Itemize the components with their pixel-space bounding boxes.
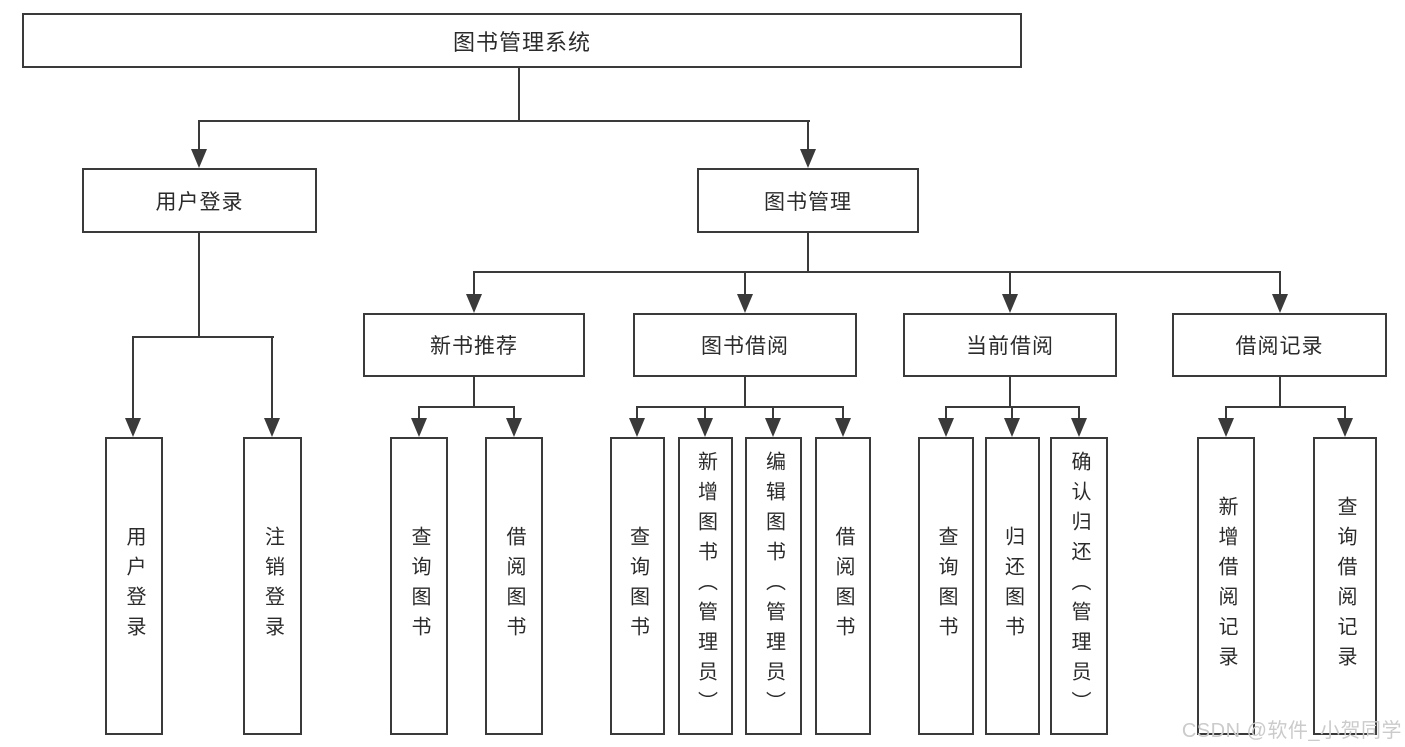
- leaf-return-books: 归还图书: [985, 437, 1040, 735]
- connector-line: [807, 120, 809, 152]
- connector-line: [1344, 406, 1346, 422]
- leaf-user-login: 用户登录: [105, 437, 163, 735]
- connector-line: [198, 120, 810, 122]
- arrow-down-icon: [737, 294, 753, 313]
- leaf-label: 查询图书: [408, 526, 430, 646]
- leaf-borrow-books-recommend: 借阅图书: [485, 437, 543, 735]
- connector-line: [271, 336, 273, 420]
- connector-line: [1009, 377, 1011, 408]
- connector-line: [1078, 406, 1080, 422]
- connector-line: [744, 271, 746, 297]
- connector-line: [744, 377, 746, 408]
- arrow-down-icon: [506, 418, 522, 437]
- arrow-down-icon: [191, 149, 207, 168]
- connector-line: [473, 271, 475, 297]
- connector-line: [473, 377, 475, 408]
- leaf-label: 借阅图书: [503, 526, 525, 646]
- arrow-down-icon: [466, 294, 482, 313]
- leaf-label: 注销登录: [261, 526, 284, 646]
- arrow-down-icon: [1272, 294, 1288, 313]
- connector-line: [636, 406, 844, 408]
- leaf-edit-books-admin: 编辑图书（管理员）: [745, 437, 802, 735]
- leaf-query-books-borrow: 查询图书: [610, 437, 665, 735]
- node-borrow-records: 借阅记录: [1172, 313, 1387, 377]
- arrow-down-icon: [765, 418, 781, 437]
- connector-line: [418, 406, 420, 422]
- arrow-down-icon: [629, 418, 645, 437]
- connector-line: [842, 406, 844, 422]
- arrow-down-icon: [264, 418, 280, 437]
- arrow-down-icon: [1218, 418, 1234, 437]
- connector-line: [473, 271, 1281, 273]
- leaf-add-borrow-record: 新增借阅记录: [1197, 437, 1255, 735]
- node-user-login: 用户登录: [82, 168, 317, 233]
- leaf-label: 用户登录: [123, 526, 145, 646]
- leaf-label: 确认归还（管理员）: [1068, 451, 1090, 721]
- node-new-book-recommend: 新书推荐: [363, 313, 585, 377]
- connector-line: [1009, 271, 1011, 297]
- connector-line: [132, 336, 274, 338]
- leaf-label: 新增图书（管理员）: [694, 451, 717, 721]
- connector-line: [772, 406, 774, 422]
- connector-line: [1011, 406, 1013, 422]
- connector-line: [704, 406, 706, 422]
- leaf-query-books-recommend: 查询图书: [390, 437, 448, 735]
- arrow-down-icon: [1002, 294, 1018, 313]
- leaf-query-borrow-record: 查询借阅记录: [1313, 437, 1377, 735]
- leaf-borrow-books: 借阅图书: [815, 437, 871, 735]
- arrow-down-icon: [125, 418, 141, 437]
- leaf-label: 查询图书: [935, 526, 957, 646]
- leaf-query-books-current: 查询图书: [918, 437, 974, 735]
- connector-line: [807, 233, 809, 273]
- connector-line: [1225, 406, 1227, 422]
- arrow-down-icon: [1004, 418, 1020, 437]
- connector-line: [198, 120, 200, 152]
- connector-line: [198, 233, 200, 338]
- connector-line: [518, 68, 520, 122]
- node-book-borrow: 图书借阅: [633, 313, 857, 377]
- connector-line: [636, 406, 638, 422]
- leaf-label: 新增借阅记录: [1215, 496, 1237, 676]
- leaf-label: 查询借阅记录: [1334, 496, 1356, 676]
- arrow-down-icon: [1337, 418, 1353, 437]
- node-root-library-system: 图书管理系统: [22, 13, 1022, 68]
- leaf-label: 查询图书: [626, 526, 649, 646]
- arrow-down-icon: [697, 418, 713, 437]
- leaf-label: 借阅图书: [832, 526, 854, 646]
- connector-line: [1279, 377, 1281, 408]
- csdn-watermark: CSDN @软件_小贺同学: [1181, 720, 1402, 742]
- arrow-down-icon: [938, 418, 954, 437]
- connector-line: [418, 406, 515, 408]
- connector-line: [945, 406, 947, 422]
- connector-line: [1279, 271, 1281, 297]
- leaf-label: 编辑图书（管理员）: [762, 451, 785, 721]
- arrow-down-icon: [835, 418, 851, 437]
- leaf-logout: 注销登录: [243, 437, 302, 735]
- leaf-label: 归还图书: [1001, 526, 1024, 646]
- connector-line: [132, 336, 134, 420]
- node-book-management: 图书管理: [697, 168, 919, 233]
- node-current-borrow: 当前借阅: [903, 313, 1117, 377]
- arrow-down-icon: [411, 418, 427, 437]
- arrow-down-icon: [800, 149, 816, 168]
- leaf-add-books-admin: 新增图书（管理员）: [678, 437, 733, 735]
- connector-line: [1225, 406, 1346, 408]
- arrow-down-icon: [1071, 418, 1087, 437]
- connector-line: [513, 406, 515, 422]
- leaf-confirm-return-admin: 确认归还（管理员）: [1050, 437, 1108, 735]
